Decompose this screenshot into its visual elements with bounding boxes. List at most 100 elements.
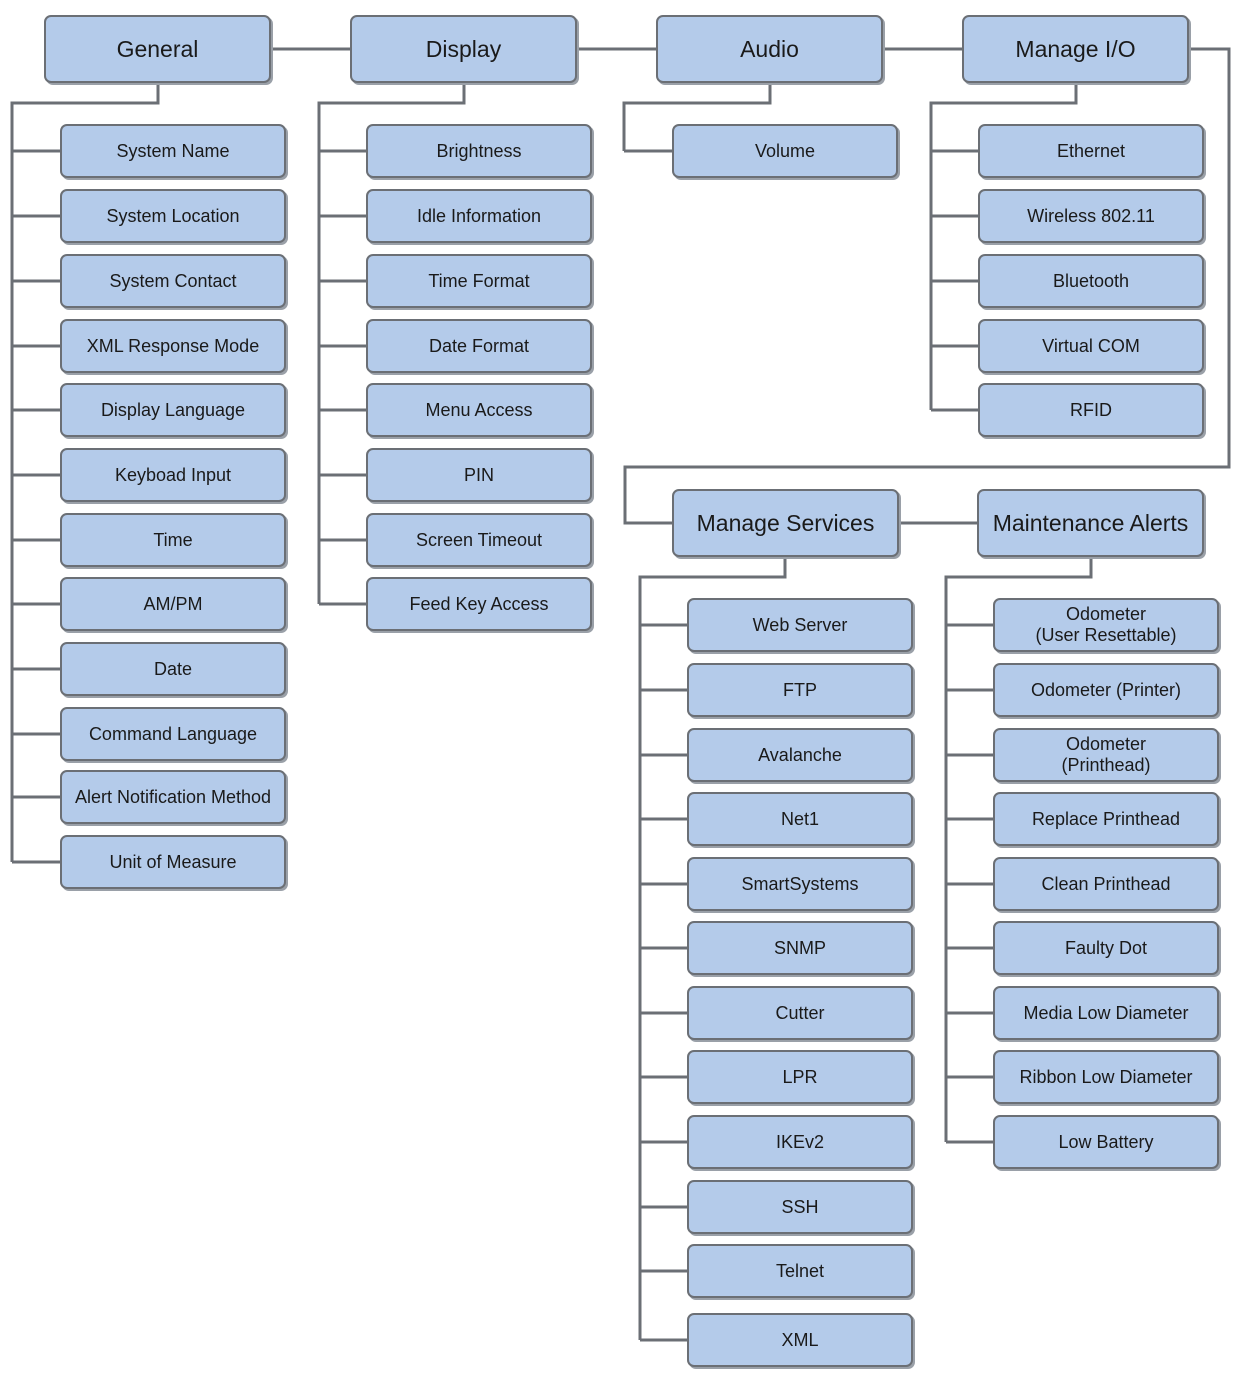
submenu-item-label: Volume: [754, 140, 816, 161]
submenu-item-label: PIN: [463, 464, 494, 485]
connector-trunk-manage-i-o: [929, 83, 1078, 410]
submenu-item[interactable]: Volume: [672, 124, 898, 178]
submenu-item[interactable]: Bluetooth: [978, 254, 1204, 308]
submenu-item[interactable]: IKEv2: [687, 1115, 913, 1169]
submenu-item-label: Ribbon Low Diameter: [1019, 1066, 1193, 1087]
submenu-item[interactable]: Cutter: [687, 986, 913, 1040]
submenu-item[interactable]: PIN: [366, 448, 592, 502]
submenu-item[interactable]: Keyboad Input: [60, 448, 286, 502]
submenu-item[interactable]: Time: [60, 513, 286, 567]
submenu-item-label: RFID: [1070, 399, 1112, 420]
connector-trunk-display: [317, 83, 466, 604]
menu-display[interactable]: Display: [350, 15, 577, 83]
submenu-item-label: Time Format: [428, 270, 530, 291]
submenu-item-label: Date: [153, 658, 193, 679]
submenu-item[interactable]: System Contact: [60, 254, 286, 308]
submenu-item[interactable]: Avalanche: [687, 728, 913, 782]
connector-trunk-general: [10, 83, 160, 862]
submenu-item[interactable]: Odometer (User Resettable): [993, 598, 1219, 652]
submenu-item-label: Unit of Measure: [109, 851, 237, 872]
submenu-item[interactable]: Faulty Dot: [993, 921, 1219, 975]
submenu-item-label: SNMP: [773, 937, 826, 958]
submenu-item[interactable]: Clean Printhead: [993, 857, 1219, 911]
submenu-item[interactable]: FTP: [687, 663, 913, 717]
menu-maintenance-alerts[interactable]: Maintenance Alerts: [977, 489, 1204, 557]
submenu-item[interactable]: Unit of Measure: [60, 835, 286, 889]
submenu-item[interactable]: Display Language: [60, 383, 286, 437]
menu-general[interactable]: General: [44, 15, 271, 83]
submenu-item[interactable]: Telnet: [687, 1244, 913, 1298]
submenu-item-label: Idle Information: [416, 205, 542, 226]
submenu-item[interactable]: SNMP: [687, 921, 913, 975]
submenu-item[interactable]: Odometer (Printhead): [993, 728, 1219, 782]
submenu-item-label: Telnet: [775, 1260, 825, 1281]
submenu-item-label: Wireless 802.11: [1027, 205, 1155, 226]
submenu-item[interactable]: RFID: [978, 383, 1204, 437]
submenu-item[interactable]: SmartSystems: [687, 857, 913, 911]
submenu-item[interactable]: LPR: [687, 1050, 913, 1104]
submenu-item[interactable]: Odometer (Printer): [993, 663, 1219, 717]
submenu-item[interactable]: Feed Key Access: [366, 577, 592, 631]
submenu-item[interactable]: Date Format: [366, 319, 592, 373]
submenu-item-label: XML Response Mode: [86, 335, 260, 356]
submenu-item[interactable]: System Location: [60, 189, 286, 243]
submenu-item-label: XML: [781, 1329, 819, 1350]
submenu-item-label: System Name: [116, 140, 230, 161]
connector-trunk-audio: [622, 83, 772, 151]
submenu-item-label: Display Language: [100, 399, 246, 420]
submenu-item[interactable]: Idle Information: [366, 189, 592, 243]
submenu-item[interactable]: System Name: [60, 124, 286, 178]
submenu-item-label: Time: [153, 529, 193, 550]
submenu-item-label: Bluetooth: [1052, 270, 1130, 291]
submenu-item-label: Faulty Dot: [1064, 937, 1148, 958]
submenu-item-label: Date Format: [428, 335, 530, 356]
submenu-item[interactable]: Date: [60, 642, 286, 696]
submenu-item-label: Brightness: [436, 140, 522, 161]
connector-manageio-services: [623, 47, 1231, 525]
submenu-item[interactable]: Time Format: [366, 254, 592, 308]
submenu-item-label: Net1: [780, 808, 820, 829]
submenu-item-label: Keyboad Input: [114, 464, 232, 485]
connector-trunk-maintenance-alerts: [944, 557, 1093, 1142]
submenu-item-label: Screen Timeout: [415, 529, 543, 550]
submenu-item[interactable]: Low Battery: [993, 1115, 1219, 1169]
submenu-item-label: Low Battery: [1058, 1131, 1154, 1152]
submenu-item[interactable]: Web Server: [687, 598, 913, 652]
menu-manage-io[interactable]: Manage I/O: [962, 15, 1189, 83]
submenu-item-label: Ethernet: [1056, 140, 1126, 161]
submenu-item[interactable]: Virtual COM: [978, 319, 1204, 373]
submenu-item-label: System Location: [106, 205, 240, 226]
menu-manage-services-label: Manage Services: [696, 509, 875, 536]
submenu-item[interactable]: Wireless 802.11: [978, 189, 1204, 243]
menu-audio[interactable]: Audio: [656, 15, 883, 83]
submenu-item[interactable]: Ethernet: [978, 124, 1204, 178]
submenu-item[interactable]: Net1: [687, 792, 913, 846]
submenu-item-label: IKEv2: [775, 1131, 825, 1152]
submenu-item-label: Virtual COM: [1042, 335, 1140, 356]
submenu-item[interactable]: Screen Timeout: [366, 513, 592, 567]
submenu-item-label: Web Server: [752, 614, 848, 635]
submenu-item[interactable]: Alert Notification Method: [60, 770, 286, 824]
submenu-item-label: Feed Key Access: [409, 593, 549, 614]
menu-maintenance-alerts-label: Maintenance Alerts: [992, 509, 1189, 536]
submenu-item[interactable]: XML: [687, 1313, 913, 1367]
submenu-item-label: SSH: [781, 1196, 819, 1217]
submenu-item-label: System Contact: [109, 270, 237, 291]
submenu-item[interactable]: Ribbon Low Diameter: [993, 1050, 1219, 1104]
menu-manage-services[interactable]: Manage Services: [672, 489, 899, 557]
submenu-item-label: Odometer (User Resettable): [1035, 604, 1177, 645]
submenu-item[interactable]: Menu Access: [366, 383, 592, 437]
submenu-item[interactable]: SSH: [687, 1180, 913, 1234]
submenu-item[interactable]: Media Low Diameter: [993, 986, 1219, 1040]
submenu-item[interactable]: AM/PM: [60, 577, 286, 631]
submenu-item[interactable]: Command Language: [60, 707, 286, 761]
menu-audio-label: Audio: [740, 35, 799, 62]
connector-trunk-manage-services: [638, 557, 787, 1340]
submenu-item-label: LPR: [782, 1066, 818, 1087]
submenu-item-label: SmartSystems: [741, 873, 859, 894]
submenu-item-label: Cutter: [775, 1002, 825, 1023]
submenu-item[interactable]: Brightness: [366, 124, 592, 178]
submenu-item-label: AM/PM: [143, 593, 203, 614]
submenu-item[interactable]: XML Response Mode: [60, 319, 286, 373]
submenu-item[interactable]: Replace Printhead: [993, 792, 1219, 846]
